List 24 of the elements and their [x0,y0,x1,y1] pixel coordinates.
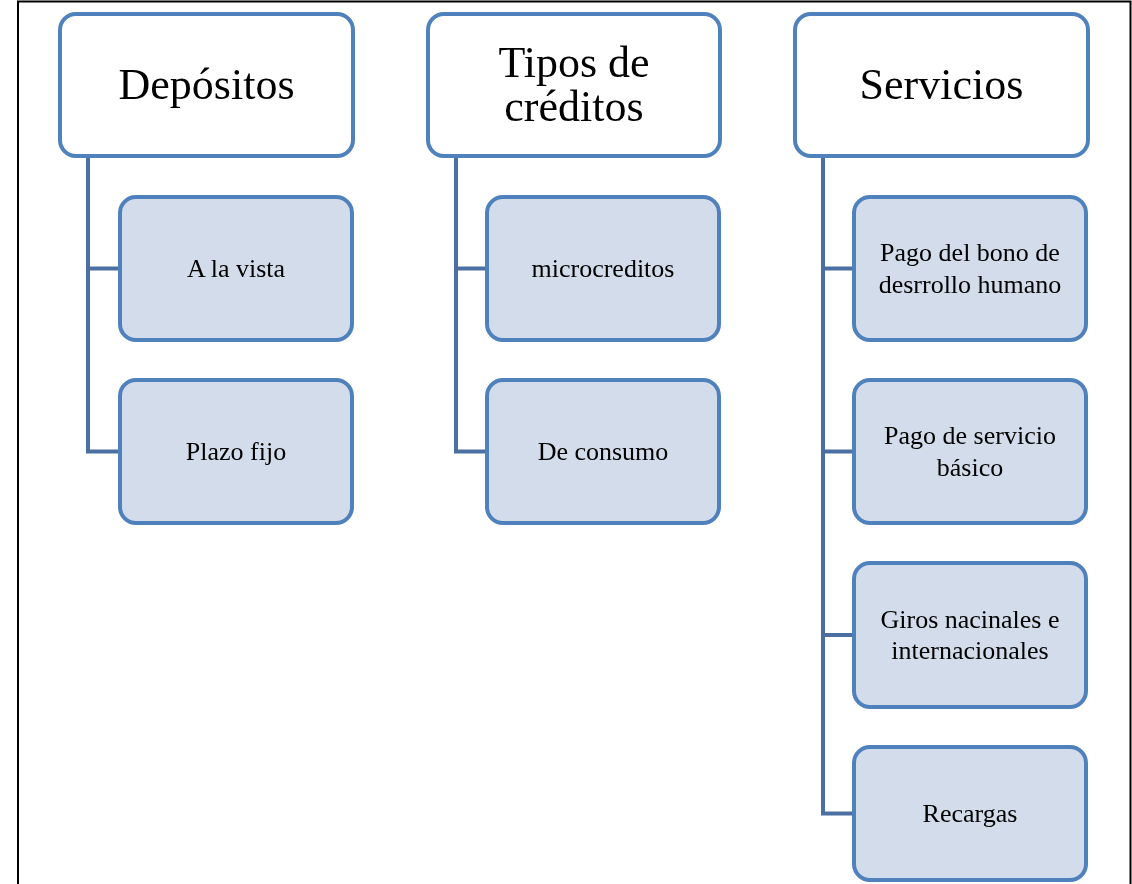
item-box [852,378,1088,525]
item-box [485,378,721,525]
item-box [852,561,1088,709]
category-label: Tipos de créditos [497,41,651,129]
category-label: Depósitos [117,63,296,107]
item-label: Plazo fijo [184,435,288,468]
category-box [426,12,722,158]
item-label: Recargas [921,797,1019,830]
connector-line [86,158,118,454]
item-box [118,378,354,525]
item-label: A la vista [185,252,287,285]
item-label: Pago de servicio básico [883,420,1057,483]
connector-line [454,158,485,454]
item-label: Giros nacinales e internacionales [879,603,1061,667]
item-box [118,195,354,342]
item-box [485,195,721,342]
category-box [793,12,1090,158]
category-box [58,12,355,158]
item-label: microcreditos [530,252,676,285]
category-label: Servicios [858,63,1025,107]
item-label: Pago del bono de desrrollo humano [877,237,1063,300]
item-box [852,745,1088,882]
item-box [852,195,1088,342]
item-label: De consumo [536,435,670,468]
